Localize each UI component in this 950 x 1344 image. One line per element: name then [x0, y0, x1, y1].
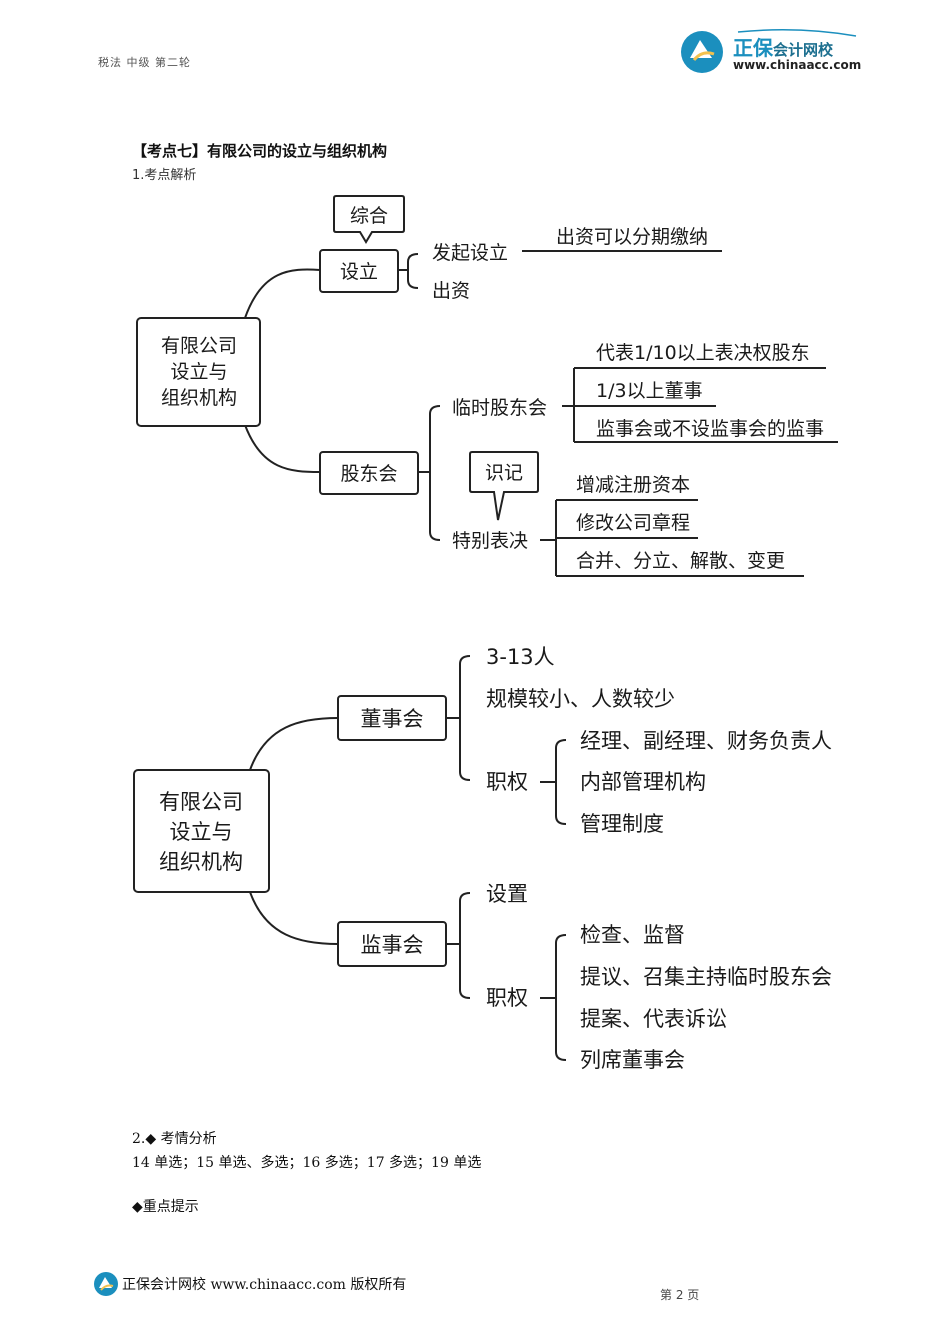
node-establish: 设立: [340, 261, 378, 283]
temp-item-1: 代表1/10以上表决权股东: [596, 342, 810, 364]
map2-root-line2: 设立与: [170, 820, 233, 844]
memorize-tag: [469, 451, 539, 521]
footer-copyright: 正保会计网校 www.chinaacc.com 版权所有: [122, 1277, 407, 1293]
node-shareholders: 股东会: [340, 463, 397, 485]
node-board: 董事会: [361, 707, 424, 731]
node-sup-power: 职权: [486, 986, 528, 1010]
section-title: 【考点七】有限公司的设立与组织机构: [132, 142, 388, 160]
brand-main: 正保: [733, 36, 773, 60]
edge-root-supervisors: [249, 891, 339, 945]
node-special-vote: 特别表决: [452, 530, 528, 552]
node-capital: 出资: [432, 280, 470, 302]
map2-connectors: [249, 655, 567, 1061]
special-item-3: 合并、分立、解散、变更: [576, 550, 785, 572]
board-power-item-3: 管理制度: [580, 812, 664, 836]
sup-power-item-4: 列席董事会: [580, 1048, 685, 1072]
tag-comprehensive: 综合: [350, 205, 388, 227]
temp-item-2: 1/3以上董事: [596, 380, 703, 402]
supervisors-box: [337, 921, 447, 967]
node-initiate: 发起设立: [432, 242, 508, 264]
temp-item-3: 监事会或不设监事会的监事: [596, 418, 824, 440]
key-tip: ◆重点提示: [132, 1199, 199, 1215]
board-power-item-1: 经理、副经理、财务负责人: [580, 729, 832, 753]
map2-root-line3: 组织机构: [159, 850, 243, 874]
map2-root-box: [133, 769, 270, 893]
map1-root-line2: 设立与: [170, 361, 227, 383]
footer-logo-icon: [94, 1272, 118, 1296]
node-setup: 设置: [486, 882, 528, 906]
analysis-text: 14 单选；15 单选、多选；16 多选；17 多选；19 单选: [132, 1155, 482, 1171]
logo-icon: [681, 29, 857, 73]
board-item-2: 规模较小、人数较少: [486, 687, 675, 711]
map1-root-line3: 组织机构: [161, 387, 237, 409]
board-power-item-2: 内部管理机构: [580, 770, 706, 794]
page-number: 第 2 页: [660, 1288, 700, 1302]
board-item-1: 3-13人: [486, 645, 555, 669]
map1-root-box: [136, 317, 261, 427]
analysis-heading: 2.◆ 考情分析: [132, 1131, 217, 1147]
brand-sub: 会计网校: [773, 41, 834, 59]
node-supervisors: 监事会: [361, 933, 424, 957]
brand-url: www.chinaacc.com: [733, 58, 862, 72]
node-installment: 出资可以分期缴纳: [556, 226, 708, 248]
establish-box: [319, 249, 399, 293]
map2-boxes: [133, 695, 447, 967]
comprehensive-tag: [333, 195, 405, 244]
map1-root-line1: 有限公司: [161, 335, 237, 357]
sup-power-item-2: 提议、召集主持临时股东会: [580, 965, 832, 989]
header-left-text: 税法 中级 第二轮: [98, 56, 191, 69]
board-box: [337, 695, 447, 741]
edge-root-board: [249, 717, 339, 771]
shareholders-box: [319, 451, 419, 495]
node-temp-meeting: 临时股东会: [452, 397, 547, 419]
map1-connectors: [244, 250, 838, 577]
node-board-power: 职权: [486, 770, 528, 794]
edge-root-shareholders: [244, 424, 321, 473]
sup-power-item-3: 提案、代表诉讼: [580, 1007, 727, 1031]
tag-memorize: 识记: [485, 462, 523, 484]
special-item-2: 修改公司章程: [576, 512, 690, 534]
edge-root-establish: [244, 268, 321, 319]
special-item-1: 增减注册资本: [576, 474, 690, 496]
brand-name: 正保会计网校: [733, 32, 833, 61]
map2-root-line1: 有限公司: [159, 790, 243, 814]
map1-boxes: [136, 195, 539, 521]
sup-power-item-1: 检查、监督: [580, 923, 685, 947]
